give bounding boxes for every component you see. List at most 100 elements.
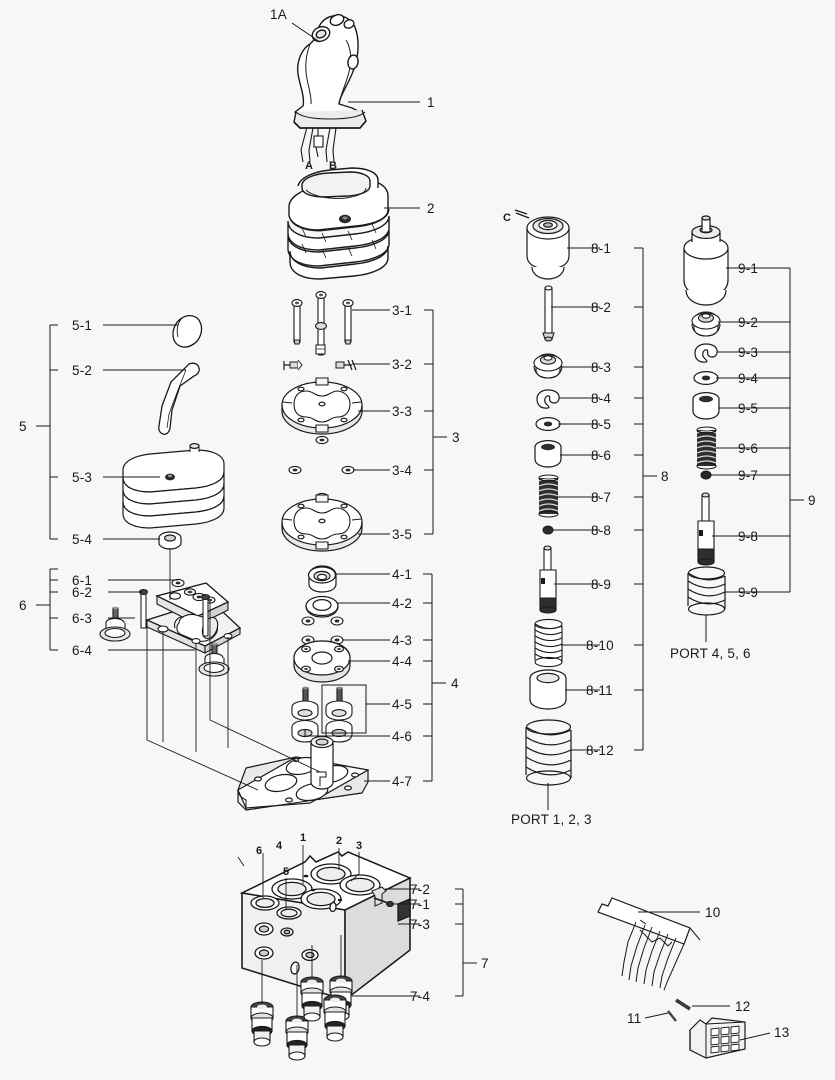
callout-6-4: 6-4 [72,643,93,658]
callout-11: 11 [627,1011,642,1026]
part-6-2-bolts [138,588,211,637]
callout-5-1: 5-1 [72,318,93,333]
bracket-group-4 [423,573,446,782]
part-8-11-sleeve [529,669,567,710]
bracket-group-9 [781,267,804,593]
part-9-1-cap [683,215,729,306]
bracket-group-7 [455,888,477,997]
callout-13: 13 [774,1025,790,1040]
part-7-1-screw [373,897,394,908]
callout-9-2: 9-2 [738,315,759,330]
part-4-7-plate [237,735,370,811]
callout-9-3: 9-3 [738,345,759,360]
bracket-group-3 [424,309,447,535]
part-8-1-cap [514,209,570,280]
callout-9-5: 9-5 [738,401,759,416]
callout-4-4: 4-4 [392,654,413,669]
callout-6-1: 6-1 [72,573,93,588]
callout-7-3: 7-3 [410,917,431,932]
callout-8-11: 8-11 [586,683,613,698]
callout-3: 3 [452,430,460,445]
part-8-2-pushrod [542,285,555,342]
callout-3-1: 3-1 [392,303,413,318]
part-8-8-ball [542,525,554,535]
part-3-3-plate [281,377,363,435]
callout-6-2: 6-2 [72,585,93,600]
callout-8-8: 8-8 [591,523,612,538]
callout-7-1: 7-1 [410,897,431,912]
port-label-456: PORT 4, 5, 6 [670,646,751,661]
part-4-4-flange [293,640,351,683]
part-8-12-spring [525,719,572,786]
callout-8: 8 [661,469,669,484]
bracket-group-8 [634,247,657,751]
marker-lever-a: A [305,160,314,172]
callout-4-5: 4-5 [392,697,413,712]
callout-2: 2 [427,201,435,216]
callout-5-4: 5-4 [72,532,93,547]
callout-8-10: 8-10 [586,638,614,653]
marker-cap-c: C [503,212,512,224]
callout-6: 6 [19,598,27,613]
part-5-3-bellows [122,443,225,529]
part-3-5-plate [281,494,363,552]
part-4-1-seal [307,565,337,593]
callout-4-6: 4-6 [392,729,413,744]
callout-7-2: 7-2 [410,882,431,897]
callout-4-7: 4-7 [392,774,413,789]
callout-9-7: 9-7 [738,468,759,483]
part-5-4-nut [158,531,182,550]
part-8-3-spring-seat [533,353,563,379]
part-9-5-cup [692,392,720,420]
part-4-3-washers [301,616,344,645]
part-handle-levers [300,126,337,163]
callout-10: 10 [705,905,721,920]
callout-4-3: 4-3 [392,633,413,648]
part-9-7-ball [700,470,712,480]
part-5-2-lever-rod [158,362,200,435]
block-port-3: 3 [356,840,363,852]
block-port-4: 4 [276,840,283,852]
callout-8-4: 8-4 [591,391,612,406]
detail-box-4-5 [321,684,367,734]
callout-5-3: 5-3 [72,470,93,485]
port-label-123: PORT 1, 2, 3 [511,812,592,827]
block-port-leaders [237,845,360,910]
part-9-2-spring-seat [691,311,721,337]
callout-1a: 1A [270,7,287,22]
part-4-2-seal [305,595,339,618]
callout-8-7: 8-7 [591,490,612,505]
callout-5-2: 5-2 [72,363,93,378]
part-9-4-washer [693,371,719,386]
callout-12: 12 [735,999,751,1014]
marker-lever-b: B [329,160,338,172]
callout-3-3: 3-3 [392,404,413,419]
callout-8-2: 8-2 [591,300,612,315]
part-8-6-cup [534,440,562,468]
part-9-8-spool [697,492,715,566]
assembly-guide-lines [146,548,321,791]
callout-9: 9 [808,493,816,508]
part-8-5-washer [535,417,561,432]
callout-7: 7 [481,956,489,971]
callout-3-4: 3-4 [392,463,413,478]
block-port-2: 2 [336,835,343,847]
callout-4-1: 4-1 [392,567,413,582]
leader-11 [644,1012,669,1019]
callout-9-8: 9-8 [738,529,759,544]
part-7-valve-block [239,851,412,1002]
part-11-pin-small [667,1010,677,1022]
callout-8-1: 8-1 [591,241,612,256]
part-boot [287,167,390,280]
part-8-7-spring [538,474,559,518]
callout-4: 4 [451,676,459,691]
leader-13 [739,1032,771,1041]
callout-7-4: 7-4 [410,989,431,1004]
callout-9-9: 9-9 [738,585,759,600]
callout-9-6: 9-6 [738,441,759,456]
part-7-4-fittings [250,975,353,1061]
part-10-harness [597,897,701,991]
part-5-1-knob-cap [172,315,203,348]
